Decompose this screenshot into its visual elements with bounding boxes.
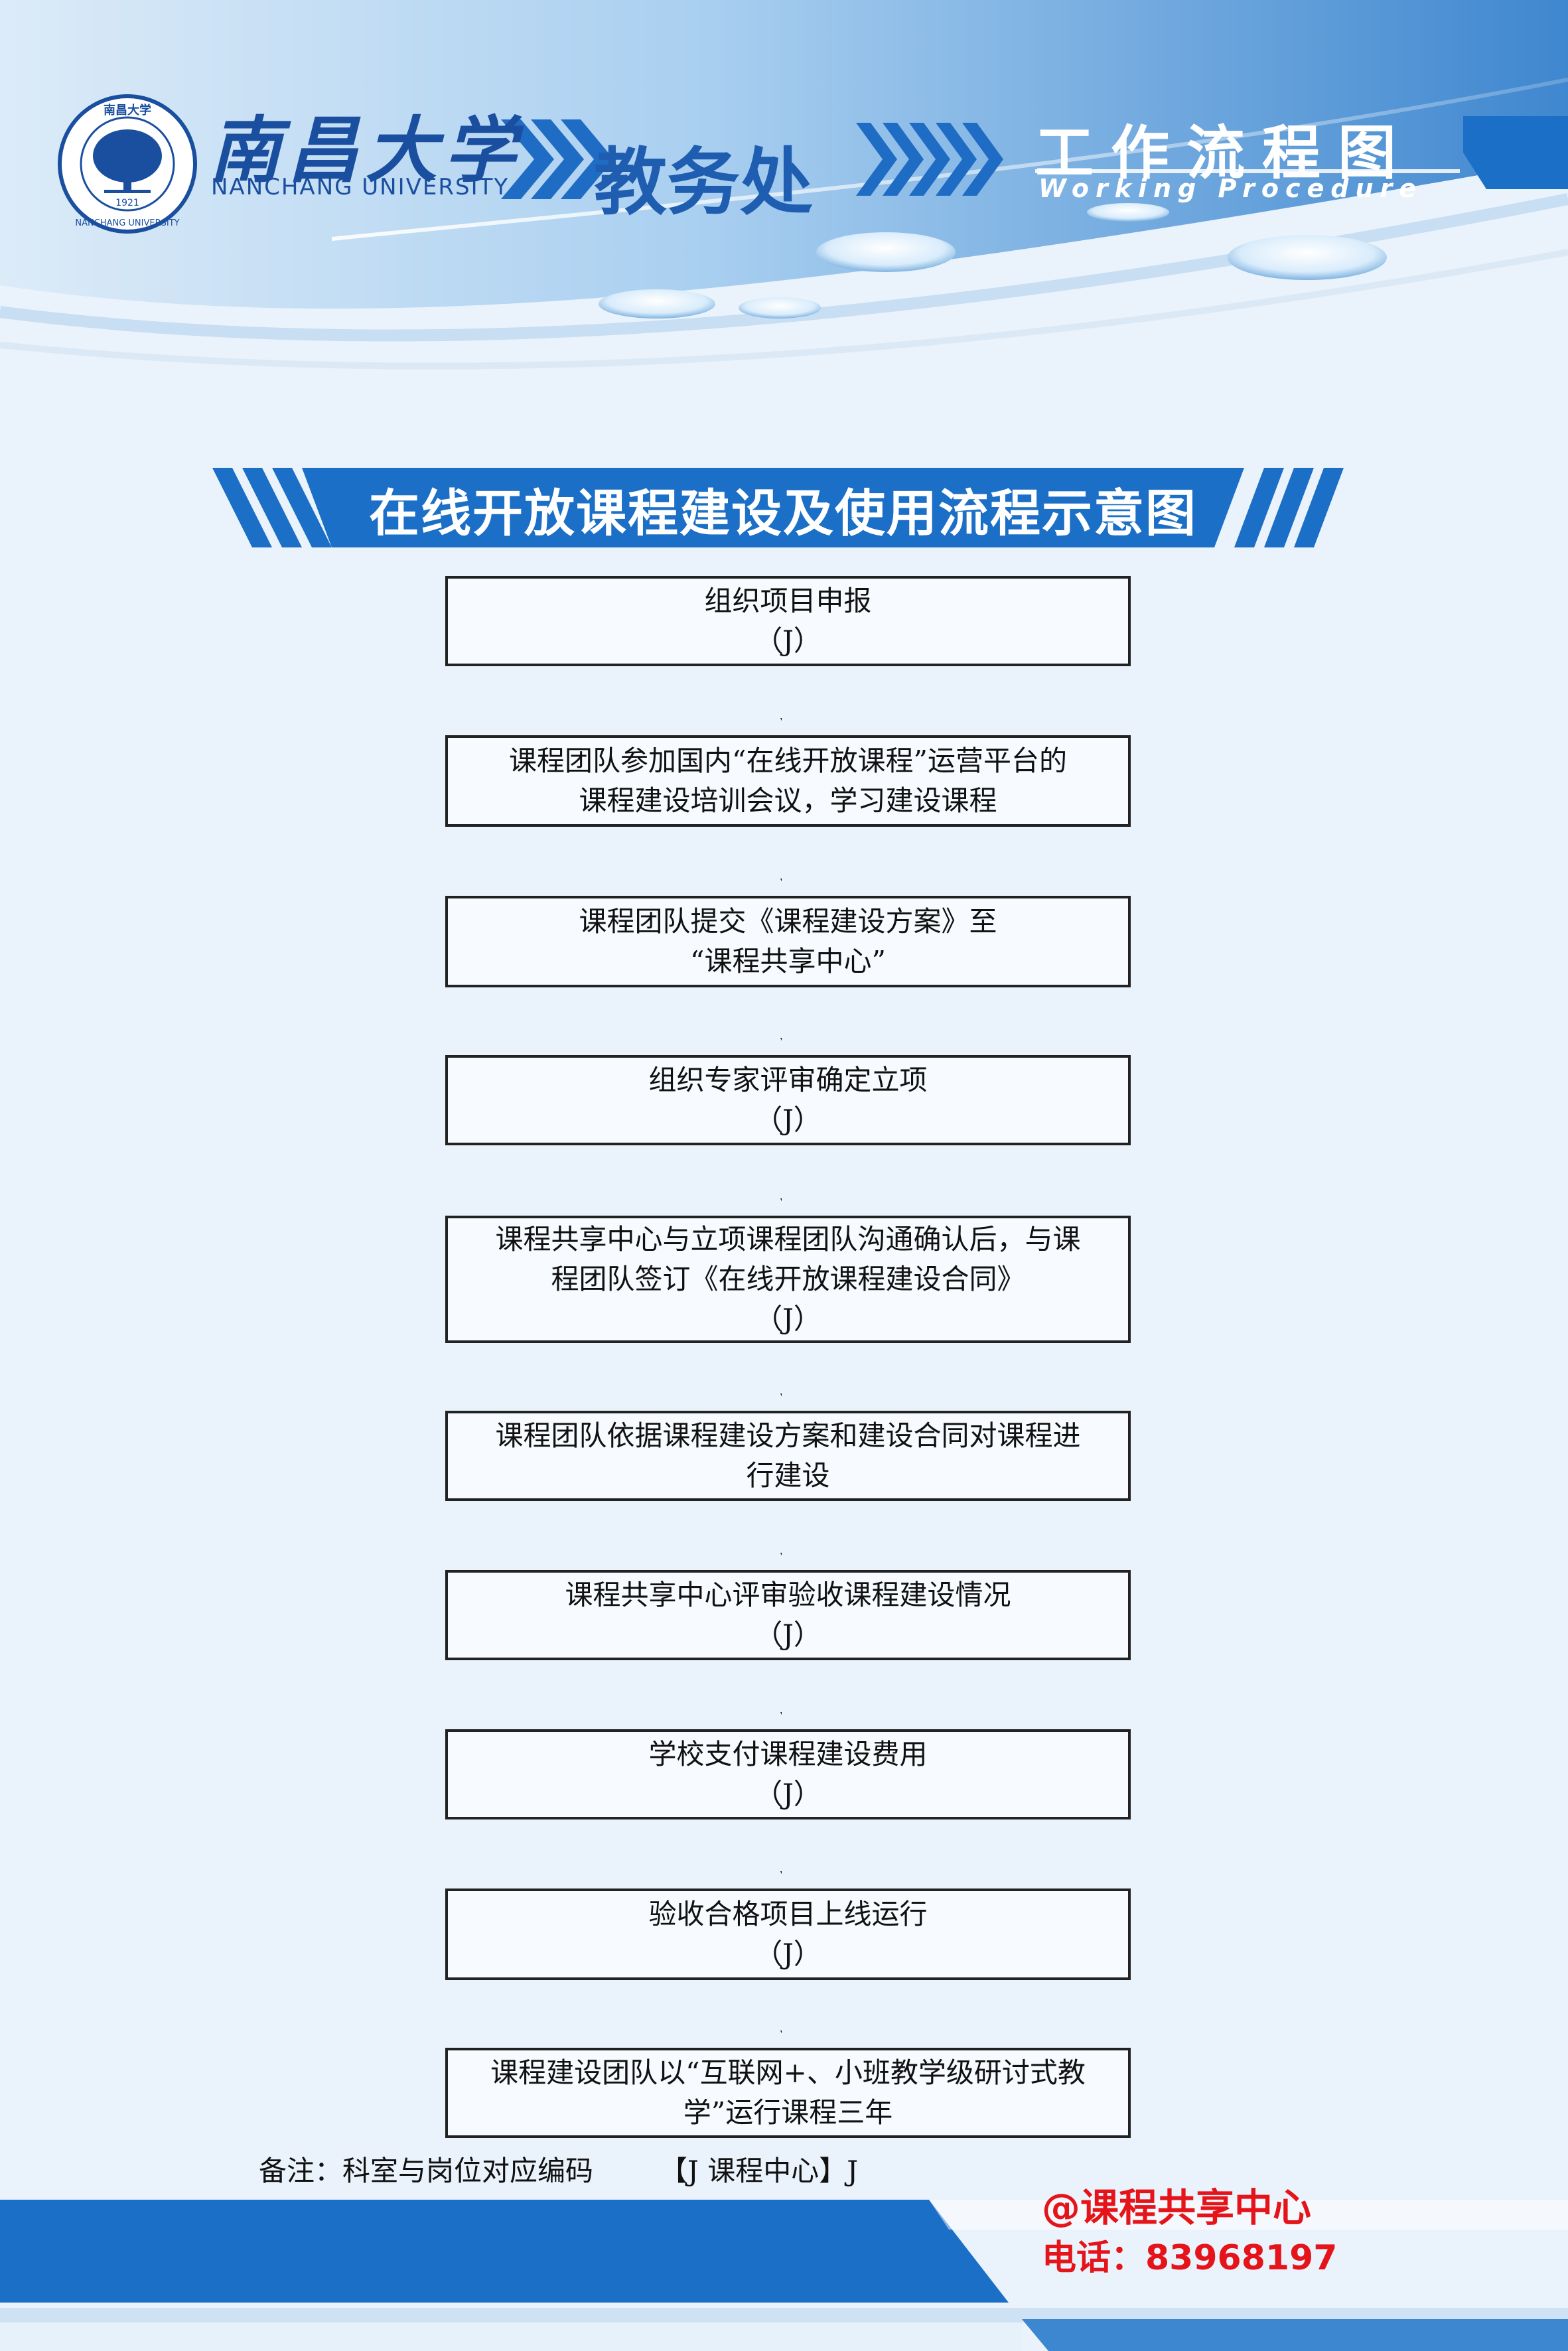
flow-step-text: 学”运行课程三年 bbox=[683, 2096, 893, 2129]
flow-step-text: 课程共享中心与立项课程团队沟通确认后，与课 bbox=[495, 1223, 1081, 1255]
flow-step-text: （J） bbox=[754, 1778, 821, 1810]
flow-step-text: 组织专家评审确定立项 bbox=[648, 1064, 928, 1096]
flow-step-8: 学校支付课程建设费用 （J） bbox=[445, 1729, 1131, 1819]
note-code: 【J 课程中心】J bbox=[660, 2155, 859, 2187]
title-banner bbox=[212, 468, 1344, 547]
flow-step-7: 课程共享中心评审验收课程建设情况 （J） bbox=[445, 1570, 1131, 1660]
flow-step-text: 课程团队依据课程建设方案和建设合同对课程进 bbox=[495, 1419, 1081, 1452]
flow-step-text: （J） bbox=[754, 1938, 821, 1970]
flow-step-text: 验收合格项目上线运行 bbox=[648, 1898, 928, 1930]
university-seal-icon: 1921 南昌大学 NANCHANG UNIVERSITY bbox=[58, 94, 197, 234]
workflow-title-en: Working Procedure bbox=[1038, 174, 1423, 203]
flow-arrow bbox=[780, 2030, 782, 2034]
workflow-title-cn: 工作流程图 bbox=[1035, 119, 1414, 187]
flow-step-text: 课程建设团队以“互联网+、小班教学级研讨式教 bbox=[490, 2056, 1086, 2089]
flow-step-text: （J） bbox=[754, 1618, 821, 1651]
flow-step-text: （J） bbox=[754, 624, 821, 657]
flow-step-9: 验收合格项目上线运行 （J） bbox=[445, 1888, 1131, 1980]
flow-arrow bbox=[780, 718, 782, 721]
flow-arrow bbox=[780, 1393, 782, 1397]
flow-step-text: 组织项目申报 bbox=[704, 585, 872, 617]
seal-text: NANCHANG UNIVERSITY bbox=[75, 218, 179, 228]
flow-arrow bbox=[780, 1553, 782, 1556]
flow-step-1: 组织项目申报 （J） bbox=[445, 576, 1131, 666]
flow-arrow bbox=[780, 1038, 782, 1041]
flow-step-4: 组织专家评审确定立项 （J） bbox=[445, 1055, 1131, 1145]
contact-phone: 电话：83968197 bbox=[1042, 2238, 1338, 2278]
flow-step-text: “课程共享中心” bbox=[690, 945, 886, 977]
flow-arrow bbox=[780, 1871, 782, 1875]
flow-step-5: 课程共享中心与立项课程团队沟通确认后，与课程团队签订《在线开放课程建设合同》 （J… bbox=[445, 1216, 1131, 1343]
flow-step-10: 课程建设团队以“互联网+、小班教学级研讨式教学”运行课程三年 bbox=[445, 2048, 1131, 2138]
flow-step-text: 课程团队提交《课程建设方案》至 bbox=[579, 905, 997, 938]
seal-year: 1921 bbox=[115, 198, 139, 208]
note: 备注：科室与岗位对应编码 【J 课程中心】J bbox=[259, 2149, 858, 2189]
flow-step-6: 课程团队依据课程建设方案和建设合同对课程进行建设 bbox=[445, 1411, 1131, 1501]
note-label: 备注：科室与岗位对应编码 bbox=[259, 2155, 594, 2187]
university-name-cn: 南昌大学 bbox=[209, 109, 523, 192]
flow-step-2: 课程团队参加国内“在线开放课程”运营平台的课程建设培训会议，学习建设课程 bbox=[445, 735, 1131, 827]
contact-center: @课程共享中心 bbox=[1042, 2185, 1312, 2230]
diagram-title: 在线开放课程建设及使用流程示意图 bbox=[369, 484, 1197, 543]
footer-band bbox=[0, 2200, 1568, 2351]
flow-step-text: （J） bbox=[754, 1303, 821, 1335]
flow-step-text: 程团队签订《在线开放课程建设合同》 bbox=[551, 1263, 1025, 1295]
flow-step-text: 课程共享中心评审验收课程建设情况 bbox=[565, 1579, 1011, 1611]
flow-arrow bbox=[780, 1712, 782, 1715]
flow-step-text: （J） bbox=[754, 1104, 821, 1136]
flow-arrow bbox=[780, 1198, 782, 1202]
flow-step-3: 课程团队提交《课程建设方案》至 “课程共享中心” bbox=[445, 896, 1131, 987]
flow-step-text: 课程团队参加国内“在线开放课程”运营平台的 bbox=[509, 745, 1067, 777]
svg-text:南昌大学: 南昌大学 bbox=[104, 103, 151, 117]
header-background bbox=[0, 0, 1568, 398]
university-name-en: NANCHANG UNIVERSITY bbox=[211, 174, 510, 200]
flow-arrow bbox=[780, 879, 782, 882]
flow-step-text: 学校支付课程建设费用 bbox=[648, 1738, 928, 1770]
flow-step-text: 课程建设培训会议，学习建设课程 bbox=[579, 784, 997, 817]
department-name: 教务处 bbox=[594, 140, 813, 225]
flow-step-text: 行建设 bbox=[746, 1459, 830, 1492]
